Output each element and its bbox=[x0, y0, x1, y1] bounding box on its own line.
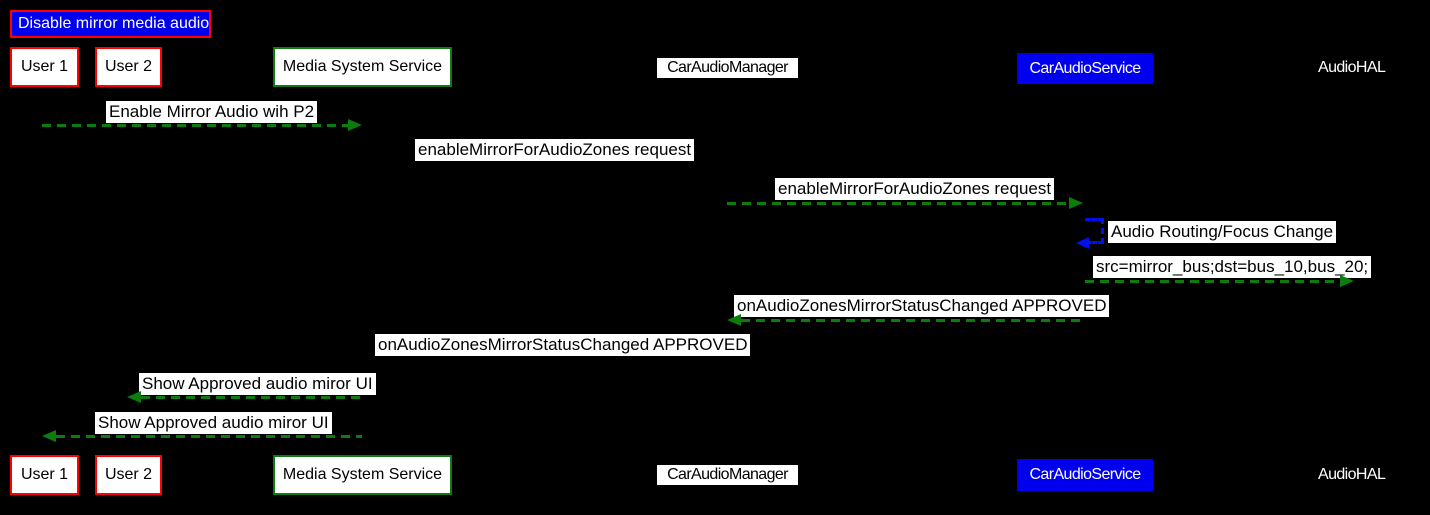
arrow-line bbox=[727, 202, 1069, 205]
arrowhead-left-icon bbox=[127, 391, 141, 403]
participant-user1-bottom: User 1 bbox=[10, 455, 79, 495]
message-label-enable-mirror-zones-1: enableMirrorForAudioZones request bbox=[415, 139, 695, 161]
diagram-title: Disable mirror media audio bbox=[10, 10, 211, 38]
arrow-line bbox=[741, 319, 1085, 322]
message-label-enable-mirror-zones-2: enableMirrorForAudioZones request bbox=[775, 178, 1055, 200]
arrow-line bbox=[141, 396, 362, 399]
arrowhead-left-icon bbox=[1076, 237, 1089, 249]
message-label-src-dst: src=mirror_bus;dst=bus_10,bus_20; bbox=[1093, 256, 1372, 278]
participant-caraudiomanager-top: CarAudioManager bbox=[657, 58, 798, 78]
arrowhead-left-icon bbox=[727, 314, 741, 326]
arrowhead-right-icon bbox=[348, 119, 362, 131]
participant-caraudioservice-top: CarAudioService bbox=[1017, 53, 1153, 84]
participant-caraudiomanager-bottom: CarAudioManager bbox=[657, 465, 798, 485]
message-label-show-ui-2: Show Approved audio miror UI bbox=[95, 412, 332, 434]
self-loop-arrow bbox=[1085, 218, 1104, 244]
arrow-line bbox=[42, 124, 348, 127]
message-label-enable-mirror: Enable Mirror Audio wih P2 bbox=[106, 101, 318, 123]
arrow-line bbox=[1085, 280, 1340, 283]
message-label-status-approved-2: onAudioZonesMirrorStatusChanged APPROVED bbox=[375, 334, 751, 356]
participant-audiohal-bottom: AudioHAL bbox=[1318, 466, 1386, 483]
participant-media-system-service-top: Media System Service bbox=[273, 47, 452, 87]
participant-user2-bottom: User 2 bbox=[95, 455, 162, 495]
arrowhead-left-icon bbox=[42, 430, 56, 442]
participant-user2-top: User 2 bbox=[95, 47, 162, 87]
message-label-show-ui-1: Show Approved audio miror UI bbox=[139, 373, 376, 395]
arrowhead-right-icon bbox=[1069, 197, 1083, 209]
participant-audiohal-top: AudioHAL bbox=[1318, 59, 1386, 76]
participant-user1-top: User 1 bbox=[10, 47, 79, 87]
message-label-audio-routing: Audio Routing/Focus Change bbox=[1108, 221, 1337, 243]
participant-media-system-service-bottom: Media System Service bbox=[273, 455, 452, 495]
participant-caraudioservice-bottom: CarAudioService bbox=[1017, 459, 1153, 491]
message-label-status-approved-1: onAudioZonesMirrorStatusChanged APPROVED bbox=[734, 295, 1110, 317]
arrow-line bbox=[56, 435, 362, 438]
arrowhead-right-icon bbox=[1340, 275, 1354, 287]
